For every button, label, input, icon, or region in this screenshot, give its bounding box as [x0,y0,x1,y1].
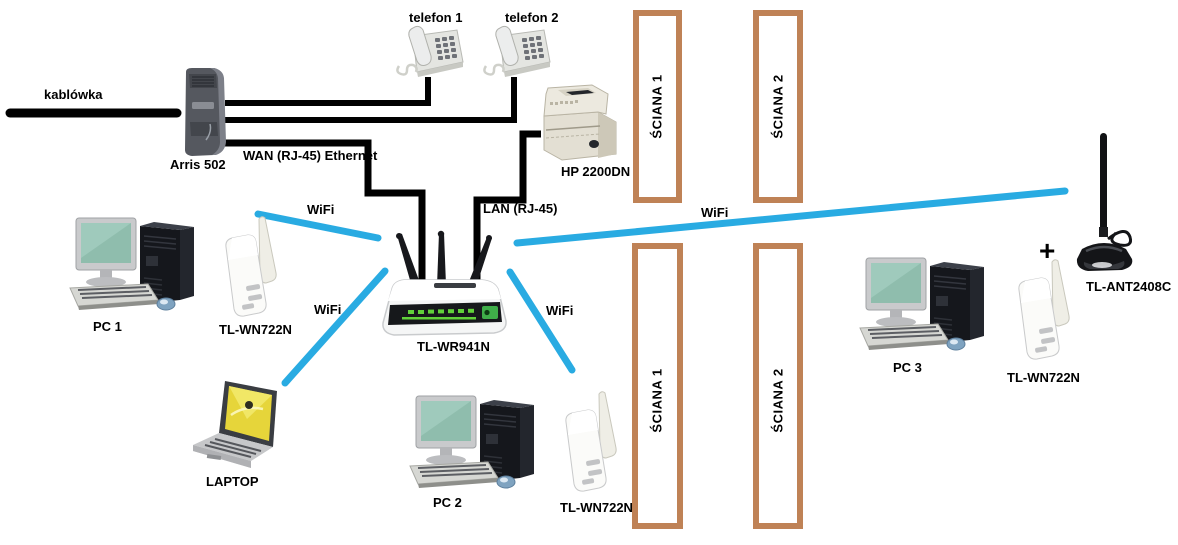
telephone-2-label: telefon 2 [505,10,559,25]
wifi-adapter-1-image [225,216,277,317]
wifi-line-pc2 [506,268,576,374]
wifi-label-2: WiFi [314,302,342,317]
external-antenna-label: TL-ANT2408C [1086,279,1172,294]
wall-2-top: ŚCIANA 2 [753,10,803,203]
laptop-label: LAPTOP [206,474,259,489]
adapter-3-label: TL-WN722N [1007,370,1080,385]
wifi-line-laptop [281,267,389,387]
external-antenna-image [1076,133,1133,271]
pc1-label: PC 1 [93,319,122,334]
wifi-line-pc1 [254,210,382,242]
wall-2-top-label: ŚCIANA 2 [770,74,786,139]
modem-label: Arris 502 [170,157,226,172]
wall-2-bottom-label: ŚCIANA 2 [770,367,786,433]
wifi-adapter-3-image [1018,259,1070,360]
wifi-label-4: WiFi [701,205,729,220]
lan-ethernet-line [473,130,541,287]
wall-1-top-label: ŚCIANA 1 [650,74,666,139]
wan-line-label: WAN (RJ-45) Ethernet [243,148,378,163]
wifi-adapter-2-image [565,391,617,492]
coax-label: kablówka [44,87,103,102]
wifi-label-1: WiFi [307,202,335,217]
telephone-1-label: telefon 1 [409,10,463,25]
router-image [382,230,507,336]
printer-label: HP 2200DN [561,164,631,179]
router-label: TL-WR941N [417,339,490,354]
wall-1-top: ŚCIANA 1 [633,10,682,203]
pc2-image [409,395,534,489]
wall-2-bottom: ŚCIANA 2 [753,243,803,529]
printer-image [543,84,617,161]
phone2-line [225,77,517,123]
pc3-image [859,257,984,351]
lan-line-label: LAN (RJ-45) [483,201,558,216]
laptop-image [193,381,277,468]
wall-1-bottom-label: ŚCIANA 1 [650,367,666,433]
wifi-line-antenna [513,187,1069,247]
pc2-label: PC 2 [433,495,462,510]
wifi-label-3: WiFi [546,303,574,318]
cable-modem-image [185,68,226,156]
pc1-image [69,217,194,311]
wall-1-bottom: ŚCIANA 1 [632,243,683,529]
telephone-2-image [483,25,551,77]
adapter-2-label: TL-WN722N [560,500,633,515]
wan-ethernet-line [225,139,426,287]
phone1-line [225,77,431,106]
pc3-label: PC 3 [893,360,922,375]
plus-sign: + [1039,235,1056,266]
telephone-1-image [396,25,464,77]
adapter-1-label: TL-WN722N [219,322,292,337]
